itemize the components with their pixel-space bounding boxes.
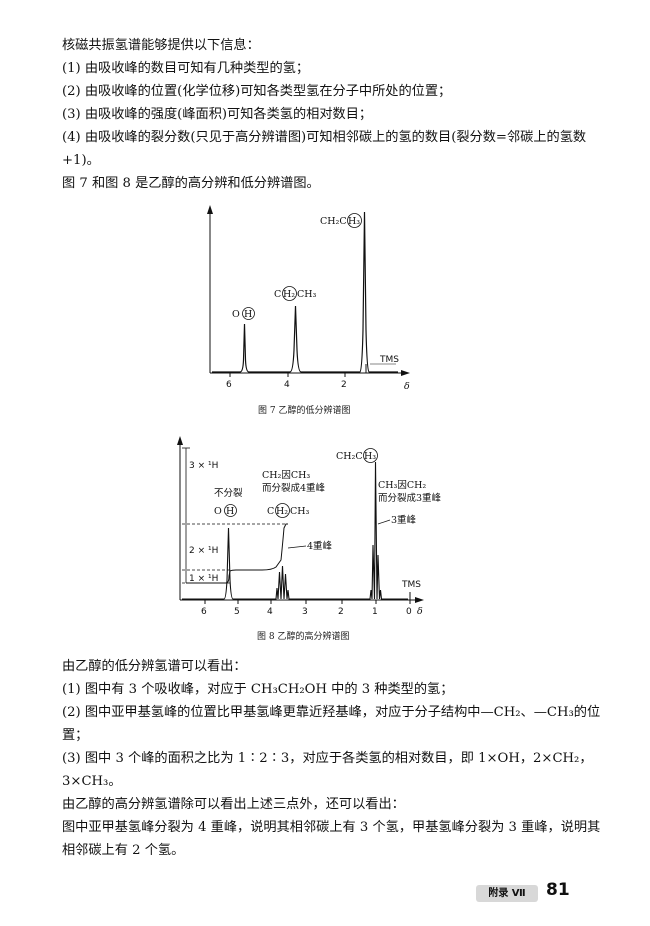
- fig8-ch3-pointer: [377, 519, 391, 525]
- fig8-tick-label: 0: [406, 607, 412, 617]
- fig8-tick-label: 3: [302, 607, 308, 617]
- analysis-high-heading: 由乙醇的高分辨氢谱除可以看出上述三点外，还可以看出：: [62, 797, 405, 812]
- fig8-spectrum-trace: [182, 461, 408, 600]
- fig8-oh-circ: H: [226, 506, 234, 517]
- fig8-ch2-mult: 4重峰: [307, 540, 333, 552]
- fig8-ch2-pre: C: [267, 506, 274, 517]
- fig7-peak-ch2-pre: C: [274, 289, 281, 300]
- fig8-integral-label: 3 × ¹H: [189, 461, 218, 471]
- fig7-tick-label: 4: [284, 380, 290, 390]
- fig8-ch2-post: CH₃: [290, 506, 310, 517]
- fig7-axis-label: δ: [404, 381, 410, 392]
- fig8-tick-label: 4: [267, 607, 273, 617]
- fig8-ch3-note-2: 而分裂成3重峰: [378, 492, 442, 504]
- fig8-tick-marks: [204, 600, 411, 604]
- fig8-ch2-note-2: 而分裂成4重峰: [262, 482, 326, 494]
- analysis-low-heading: 由乙醇的低分辨氢谱可以看出：: [62, 659, 247, 674]
- intro-item-1: (1) 由吸收峰的数目可知有几种类型的氢；: [62, 61, 310, 76]
- fig7-peak-ch3-pre: CH₂C: [320, 216, 347, 227]
- fig7-peak-oh-circle: [242, 307, 255, 320]
- fig7-tms-label: TMS: [379, 355, 399, 365]
- fig7-peak-oh-circ: H: [244, 309, 252, 320]
- fig8-ch3-note-1: CH₃因CH₂: [378, 480, 426, 491]
- fig8-ch2-note-1: CH₂因CH₃: [262, 470, 310, 481]
- fig8-caption: 图 8 乙醇的高分辨谱图: [257, 630, 349, 642]
- fig8-oh-circle: [224, 504, 237, 517]
- intro-heading: 核磁共振氢谱能够提供以下信息：: [62, 38, 260, 53]
- fig7-caption: 图 7 乙醇的低分辨谱图: [258, 404, 350, 416]
- analysis-low-item-2: (2) 图中亚甲基氢峰的位置比甲基氢峰更靠近羟基峰，对应于分子结构中—CH₂、—…: [62, 705, 601, 743]
- page-number: 81: [546, 880, 570, 900]
- fig7-y-arrow: [207, 205, 213, 214]
- analysis-high-text: 图中亚甲基氢峰分裂为 4 重峰，说明其相邻碳上有 3 个氢，甲基氢峰分裂为 3 …: [62, 820, 601, 858]
- intro-item-2: (2) 由吸收峰的位置(化学位移)可知各类型氢在分子中所处的位置；: [62, 84, 452, 99]
- fig8-integral-curve: [186, 523, 288, 584]
- fig8-ch2-circ: H₂: [276, 506, 288, 517]
- fig8-x-arrow: [415, 597, 424, 603]
- fig8-ch3-circle: [363, 448, 378, 463]
- fig7-x-arrow: [401, 370, 410, 376]
- figure-intro: 图 7 和图 8 是乙醇的高分辨和低分辨谱图。: [62, 176, 320, 191]
- fig7-spectrum-trace: [212, 211, 398, 373]
- fig7-peak-ch3-circle: [347, 213, 362, 228]
- fig8-tms-label: TMS: [401, 580, 421, 590]
- fig8-oh-pre: O: [214, 506, 222, 517]
- fig8-ch3-mult: 3重峰: [391, 514, 417, 526]
- fig8-tick-label: 6: [201, 607, 207, 617]
- intro-item-4: (4) 由吸收峰的裂分数(只见于高分辨谱图)可知相邻碳上的氢的数目(裂分数=邻碳…: [62, 130, 587, 168]
- fig8-integral-label: 2 × ¹H: [189, 546, 218, 556]
- fig7-tick-label: 2: [341, 380, 347, 390]
- fig8-tick-label: 2: [338, 607, 344, 617]
- appendix-tag: 附录 Ⅶ: [476, 885, 538, 902]
- fig7-peak-ch2-post: CH₃: [297, 289, 317, 300]
- fig8-y-arrow: [177, 436, 183, 445]
- fig8-tick-label: 1: [372, 607, 378, 617]
- fig8-ch3-circ: H₃: [364, 451, 376, 462]
- analysis-low-item-3: (3) 图中 3 个峰的面积之比为 1∶2∶3，对应于各类氢的相对数目，即 1×…: [62, 751, 593, 789]
- fig8-integral-label: 1 × ¹H: [189, 574, 218, 584]
- fig7-tick-label: 6: [226, 380, 232, 390]
- fig8-oh-note: 不分裂: [214, 487, 243, 499]
- intro-item-3: (3) 由吸收峰的强度(峰面积)可知各类氢的相对数目；: [62, 107, 373, 122]
- fig8-ch2-pointer: [287, 545, 307, 549]
- fig8-ch3-pre: CH₂C: [336, 451, 363, 462]
- fig7-peak-oh-pre: O: [232, 309, 240, 320]
- analysis-low-item-1: (1) 图中有 3 个吸收峰，对应于 CH₃CH₂OH 中的 3 种类型的氢；: [62, 682, 454, 697]
- fig7-peak-ch2-circle: [282, 286, 297, 301]
- fig7-peak-ch3-circ: H₃: [348, 216, 360, 227]
- fig8-ch2-circle: [275, 503, 290, 518]
- fig8-tick-label: 5: [234, 607, 240, 617]
- fig8-axis-label: δ: [417, 606, 423, 617]
- fig7-peak-ch2-circ: H₂: [283, 289, 295, 300]
